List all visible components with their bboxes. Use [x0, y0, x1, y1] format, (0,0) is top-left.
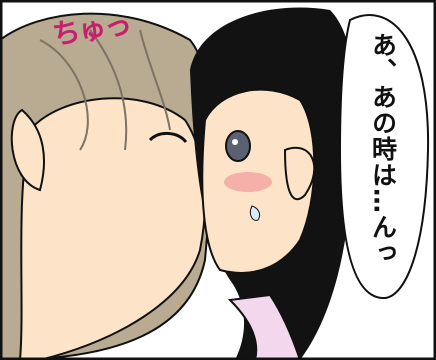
open-eye [225, 130, 251, 162]
speech-text: あ、あの時は…んっ [368, 32, 398, 266]
blush [224, 172, 272, 192]
light-haired-character [0, 12, 213, 360]
dark-ear [283, 146, 316, 201]
eye-highlight [232, 139, 238, 145]
speech-bubble-text-area: あ、あの時は…んっ [344, 6, 422, 292]
light-ear [10, 108, 45, 192]
dark-haired-character [190, 7, 356, 360]
collar [227, 293, 302, 360]
light-hair-strands [39, 29, 171, 151]
sweat-drop [249, 205, 261, 221]
speech-bubble [338, 14, 430, 300]
closed-eye [148, 132, 188, 144]
light-face [18, 97, 206, 360]
